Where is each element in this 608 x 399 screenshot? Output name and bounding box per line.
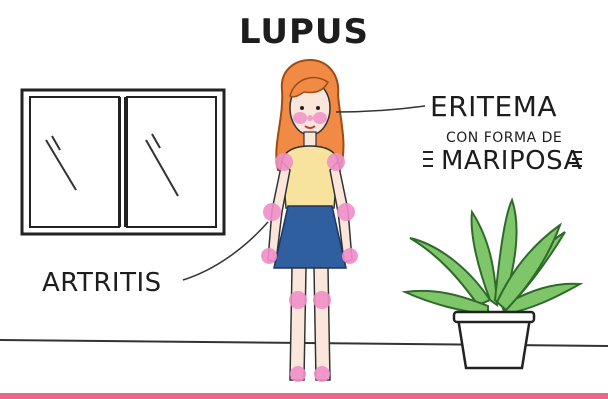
rash-label-line2: CON FORMA DE	[446, 130, 562, 146]
rash-label-line3: MARIPOSA	[441, 146, 582, 176]
rash-label-line1: ERITEMA	[430, 90, 557, 123]
woman-figure	[261, 60, 358, 382]
arthritis-label: ARTRITIS	[42, 268, 162, 298]
window	[22, 90, 224, 234]
rash-pointer-line	[336, 106, 425, 112]
potted-plant	[405, 200, 580, 368]
bottom-bar	[0, 393, 608, 399]
page-title: LUPUS	[0, 12, 608, 52]
